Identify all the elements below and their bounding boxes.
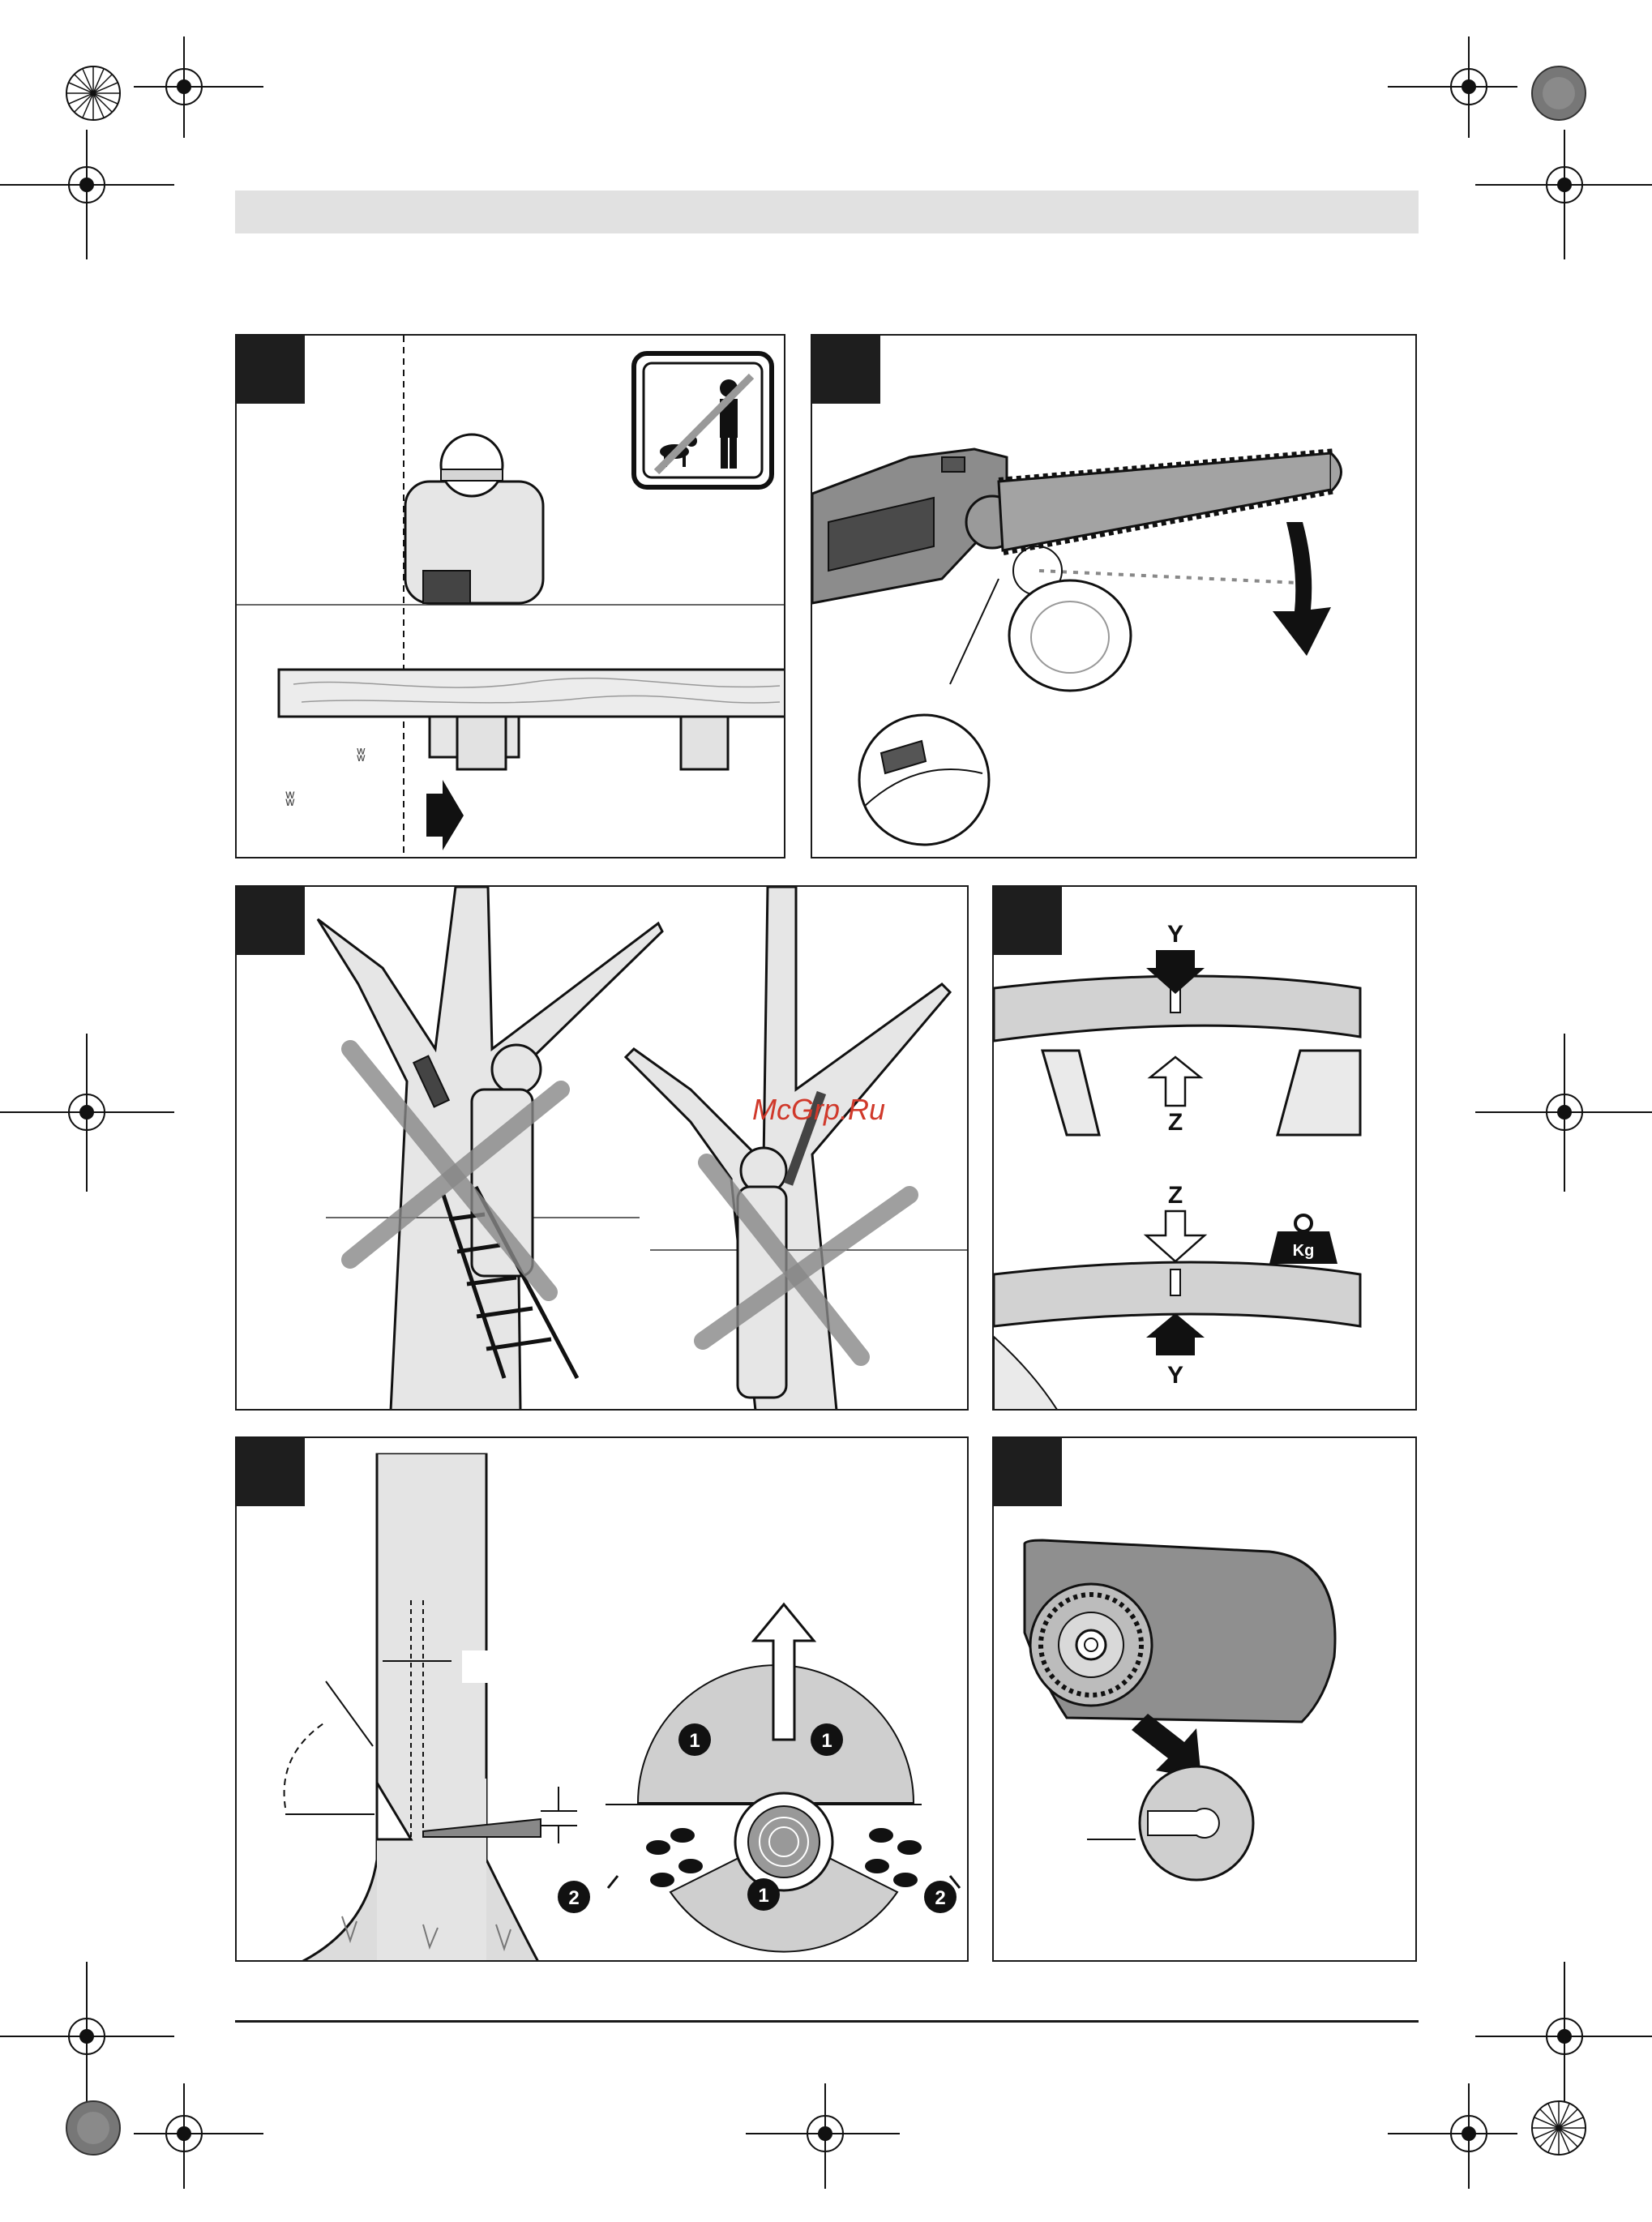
panel-chainsaw-bar: [811, 334, 1417, 858]
marker-1-bottom: 1: [758, 1885, 768, 1907]
label-z-top: Z: [1168, 1109, 1183, 1136]
panel-sawing-log: ʬ ʬ: [235, 334, 785, 858]
panel-force-diagram: Kg Y Z Z Y: [992, 885, 1417, 1411]
marker-2-left: 2: [568, 1887, 579, 1909]
panel-felling-plan: 1 1 1 2 2: [235, 1436, 969, 1962]
force-diagram-graphic: Kg Y Z Z Y: [994, 887, 1417, 1411]
no-bystanders-sign-icon: [634, 353, 772, 487]
label-y-top: Y: [1167, 921, 1183, 948]
marker-2-right: 2: [935, 1887, 945, 1909]
header-bar: [235, 191, 1419, 233]
felling-plan-graphic: 1 1 1 2 2: [237, 1438, 969, 1962]
panel-sprocket-cover: [992, 1436, 1417, 1962]
weight-label: Kg: [1293, 1242, 1315, 1260]
chainsaw-bar-icon: [812, 336, 1417, 858]
label-y-bottom: Y: [1167, 1362, 1183, 1389]
footer-rule: [235, 2020, 1419, 2023]
sawing-log-illustration: ʬ ʬ: [237, 336, 785, 858]
svg-text:ʬ: ʬ: [285, 789, 295, 811]
watermark: McGrp.Ru: [752, 1093, 885, 1127]
panel-tree-ladder-warning: [235, 885, 969, 1411]
marker-1-right: 1: [821, 1730, 832, 1752]
sprocket-cover-icon: [994, 1438, 1417, 1962]
svg-text:ʬ: ʬ: [357, 745, 366, 765]
marker-1-left: 1: [689, 1730, 700, 1752]
ladder-warning-icon: [237, 887, 969, 1411]
label-z-bottom: Z: [1168, 1182, 1183, 1209]
